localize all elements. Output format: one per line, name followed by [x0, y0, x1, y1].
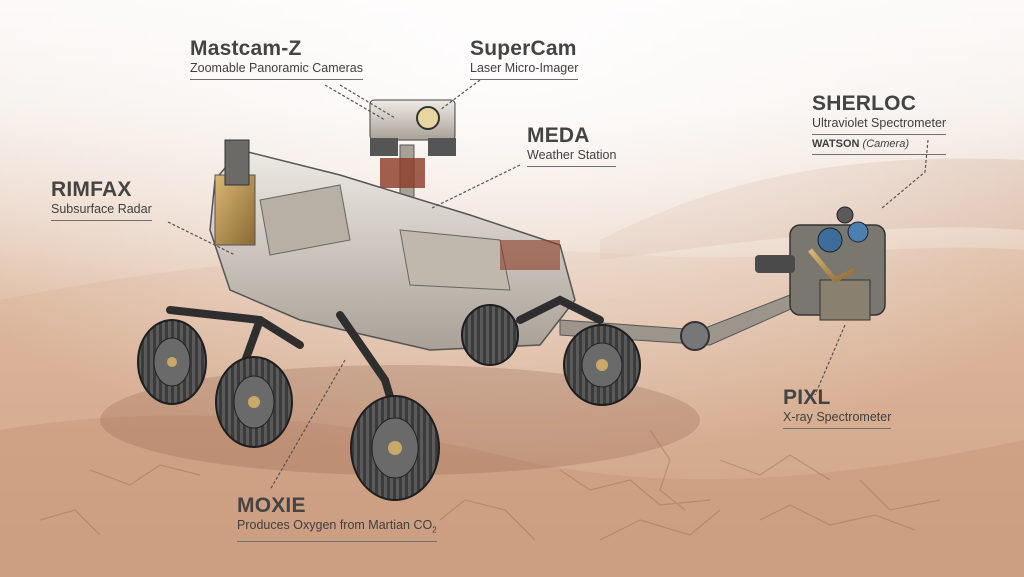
watson-type: (Camera)	[862, 138, 909, 150]
instrument-name: PIXL	[783, 386, 831, 409]
wheel	[563, 324, 641, 406]
wheel	[215, 356, 293, 448]
label-mastcam-z: Mastcam-Z Zoomable Panoramic Cameras	[190, 37, 363, 80]
watson-name: WATSON	[812, 138, 860, 150]
label-supercam: SuperCam Laser Micro-Imager	[470, 37, 579, 80]
instrument-name: Mastcam-Z	[190, 37, 302, 60]
instrument-description: Laser Micro-Imager	[470, 61, 579, 80]
instrument-name: SHERLOC	[812, 92, 917, 115]
label-pixl: PIXL X-ray Spectrometer	[783, 386, 892, 429]
wheel	[137, 319, 207, 405]
label-meda: MEDA Weather Station	[527, 124, 617, 167]
instrument-description: X-ray Spectrometer	[783, 410, 892, 429]
instrument-description: Produces Oxygen from Martian CO2	[237, 518, 437, 542]
label-sherloc: SHERLOC Ultraviolet Spectrometer WATSON …	[812, 92, 947, 155]
wheel	[350, 395, 440, 501]
instrument-description: Subsurface Radar	[51, 202, 152, 221]
moxie-description-subscript: 2	[432, 525, 437, 535]
moxie-description-text: Produces Oxygen from Martian CO	[237, 518, 433, 532]
instrument-name: MEDA	[527, 124, 590, 147]
leader-lines	[167, 79, 929, 491]
wheel	[461, 304, 519, 366]
instrument-name: RIMFAX	[51, 178, 132, 201]
instrument-name: MOXIE	[237, 494, 306, 517]
instrument-description: Weather Station	[527, 148, 617, 167]
label-rimfax: RIMFAX Subsurface Radar	[51, 178, 152, 221]
instrument-name: SuperCam	[470, 37, 577, 60]
perseverance-rover	[137, 99, 886, 501]
instrument-description: Ultraviolet Spectrometer	[812, 116, 947, 135]
label-moxie: MOXIE Produces Oxygen from Martian CO2	[237, 494, 437, 542]
watson-camera-note: WATSON (Camera)	[812, 137, 947, 155]
instrument-description: Zoomable Panoramic Cameras	[190, 61, 363, 80]
